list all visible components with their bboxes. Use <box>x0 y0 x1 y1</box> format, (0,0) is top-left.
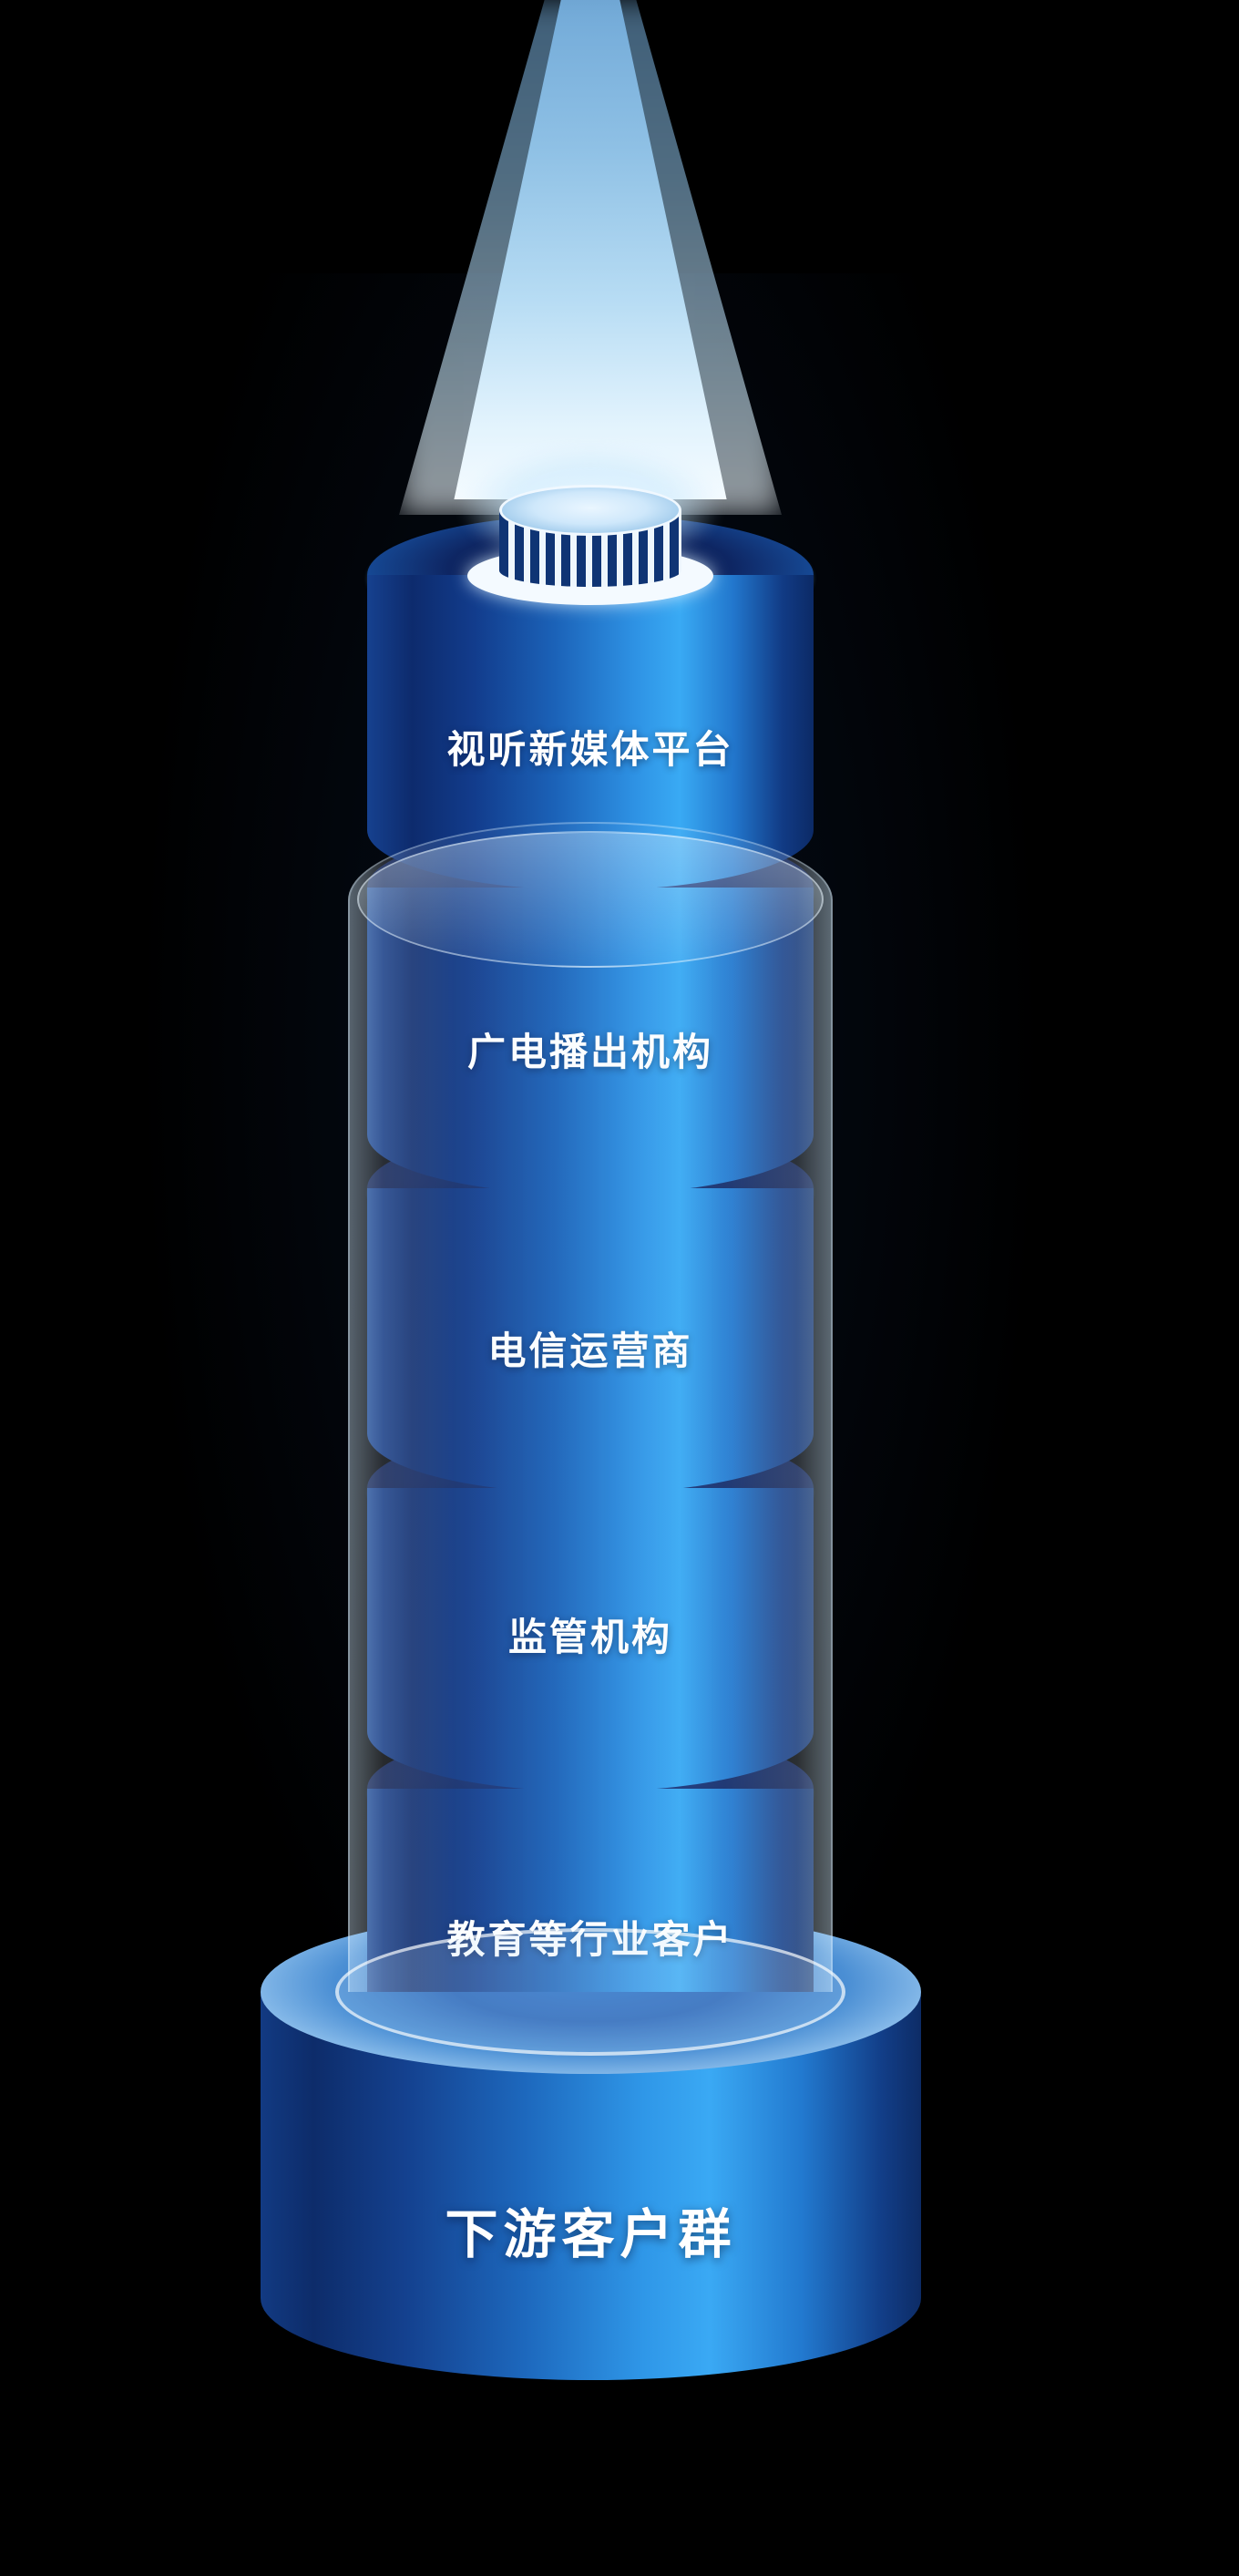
cylinder-body <box>367 1188 814 1493</box>
cylinder-label: 教育等行业客户 <box>446 1918 734 1961</box>
cylinder-label: 电信运营商 <box>487 1329 693 1372</box>
cylinder-body <box>367 1488 814 1791</box>
cap-base-ring <box>467 547 713 605</box>
base-top-face <box>261 1910 921 2074</box>
cap-top-face <box>499 485 681 536</box>
base-label: 下游客户群 <box>445 2205 737 2264</box>
cylinder-top-face <box>367 515 814 635</box>
cylinder-top-face <box>367 1729 814 1849</box>
cylinder-top-face <box>367 1428 814 1548</box>
tube-base-ring <box>335 1928 845 2056</box>
ambient-glow <box>135 273 1046 2187</box>
cylinder-top-face <box>367 827 814 948</box>
light-beam-glow <box>399 0 782 515</box>
base-front-rim <box>261 1992 921 2074</box>
cylinder-label: 广电播出机构 <box>466 1031 713 1073</box>
cylinder-top-face <box>367 1128 814 1248</box>
light-beam <box>454 0 727 499</box>
cylinder-body <box>367 575 814 890</box>
cap-glow <box>408 421 773 594</box>
cylinder-body <box>367 1789 814 2065</box>
glass-tube <box>348 822 833 2005</box>
glass-tube-rim <box>357 831 824 968</box>
cylinder-label: 视听新媒体平台 <box>446 728 734 771</box>
cylinder-label: 监管机构 <box>507 1616 672 1658</box>
base-body <box>261 1992 921 2380</box>
cylinder-body <box>367 888 814 1195</box>
cap-striped-body <box>499 510 681 587</box>
